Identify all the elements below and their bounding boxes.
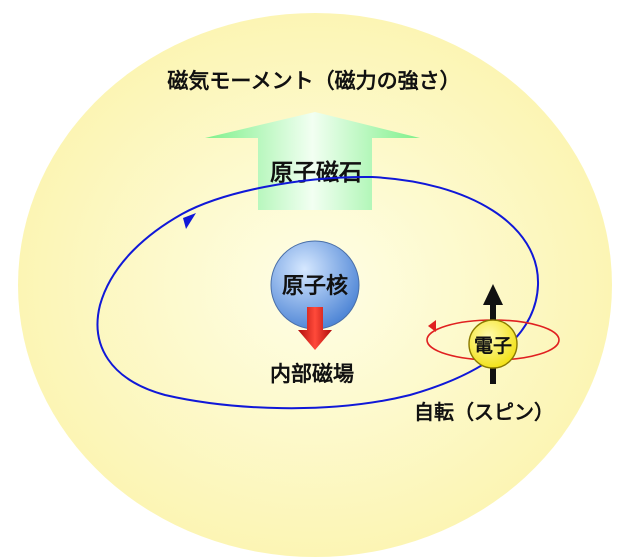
atomic-magnet-label: 原子磁石 (270, 159, 362, 186)
internal-field-arrow (298, 307, 332, 350)
electron-orbit (96, 175, 540, 410)
atomic-magnet-arrow (205, 112, 420, 210)
electron (468, 319, 518, 369)
spin-direction-arrowhead (428, 320, 436, 332)
internal-field-label: 内部磁場 (270, 362, 354, 386)
orbit-direction-arrowhead (183, 213, 196, 229)
spin-label: 自転（スピン） (414, 400, 554, 424)
nucleus-label: 原子核 (282, 273, 348, 299)
diagram-title: 磁気モーメント（磁力の強さ） (167, 69, 460, 93)
electron-label: 電子 (474, 335, 512, 357)
spin-arrow-head (483, 284, 503, 305)
